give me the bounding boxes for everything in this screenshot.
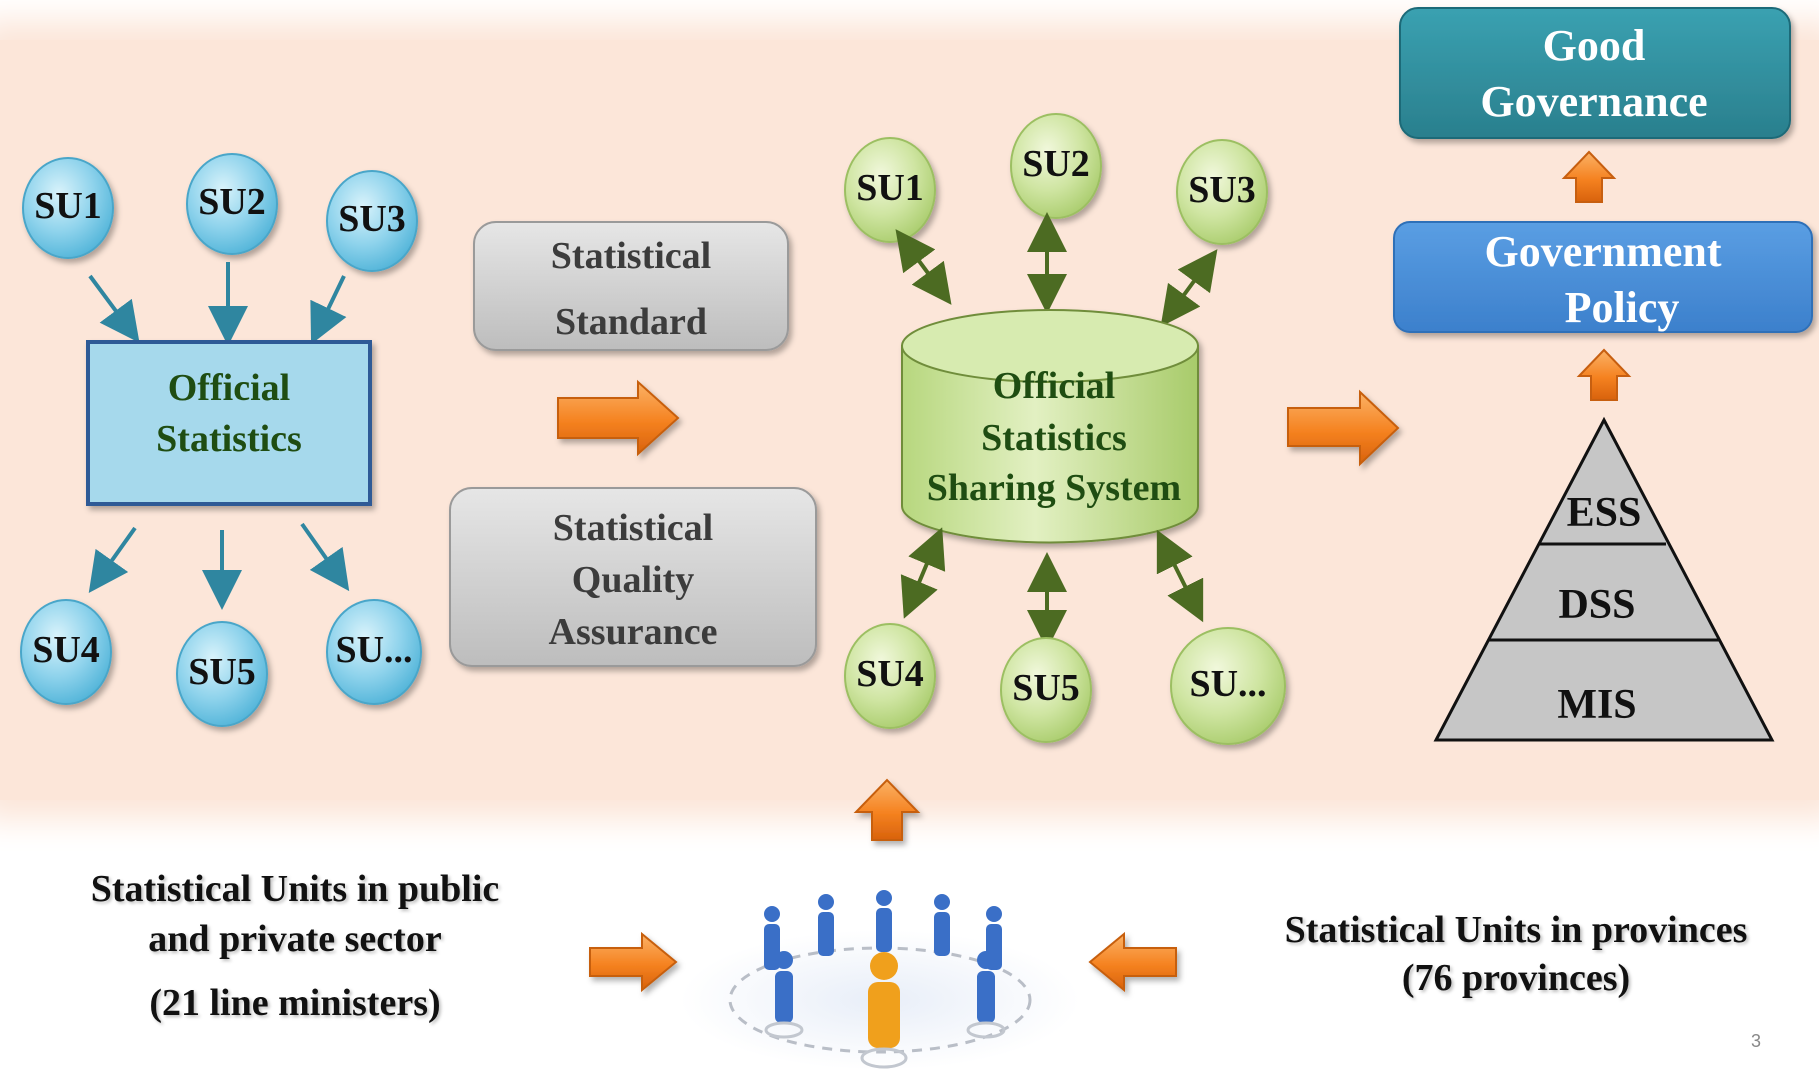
sharing-arrow-su3 xyxy=(1160,249,1218,327)
public-private-line2: and private sector xyxy=(148,918,442,960)
orange-arrow-policy-to-governance xyxy=(1561,150,1617,203)
sharing-su1-label: SU1 xyxy=(856,167,924,209)
sharing-database-cylinder xyxy=(901,309,1199,544)
orange-arrow-left-to-people xyxy=(589,931,678,993)
good-governance-box: Good Governance xyxy=(1399,7,1791,139)
government-policy-box: Government Policy xyxy=(1393,221,1813,333)
left-su4-label: SU4 xyxy=(32,629,100,671)
left-su1-label: SU1 xyxy=(34,185,102,227)
public-private-line3: (21 line ministers) xyxy=(149,982,441,1024)
statistical-standard-line1: Statistical xyxy=(551,235,711,277)
orange-arrow-people-up xyxy=(853,778,921,841)
left-su4-circle: SU4 xyxy=(20,599,112,705)
sharing-db-line3: Sharing System xyxy=(927,467,1181,509)
sharing-su1-circle: SU1 xyxy=(844,137,936,243)
sharing-db-line1: Official xyxy=(993,365,1115,407)
left-su2-label: SU2 xyxy=(198,181,266,223)
sharing-arrow-su4 xyxy=(900,527,946,619)
government-policy-line1: Government xyxy=(1484,227,1721,276)
left-su5-label: SU5 xyxy=(188,651,256,693)
government-policy-line2: Policy xyxy=(1565,283,1680,332)
left-arrow-su4 xyxy=(88,526,137,594)
statistical-quality-assurance-box: Statistical Quality Assurance xyxy=(449,487,817,667)
sharing-su-more-label: SU... xyxy=(1189,663,1266,705)
sharing-su2-label: SU2 xyxy=(1022,143,1090,185)
quality-assurance-line3: Assurance xyxy=(549,611,718,653)
public-private-sector-label: Statistical Units in public and private … xyxy=(40,864,550,1028)
sharing-su5-label: SU5 xyxy=(1012,667,1080,709)
quality-assurance-line2: Quality xyxy=(572,559,694,601)
pyramid-dss-label: DSS xyxy=(1558,582,1635,628)
official-statistics-line1: Official xyxy=(168,367,290,409)
statistical-standard-line2: Standard xyxy=(555,301,707,343)
sharing-arrow-su1 xyxy=(895,229,952,305)
orange-arrow-right-to-people xyxy=(1088,931,1177,993)
left-arrow-su-more xyxy=(300,522,350,592)
sharing-arrow-su-more xyxy=(1156,529,1204,623)
provinces-line2: (76 provinces) xyxy=(1401,957,1631,999)
pyramid-mis-label: MIS xyxy=(1557,682,1636,728)
official-statistics-line2: Statistics xyxy=(156,418,302,460)
sharing-su3-label: SU3 xyxy=(1188,169,1256,211)
provinces-label: Statistical Units in provinces (76 provi… xyxy=(1236,906,1796,1002)
left-su-more-label: SU... xyxy=(335,629,412,671)
people-network-illustration xyxy=(680,890,1080,1070)
orange-arrow-pyramid-to-policy xyxy=(1576,348,1632,401)
public-private-line1: Statistical Units in public xyxy=(90,868,500,910)
left-su2-circle: SU2 xyxy=(186,153,278,255)
left-su5-circle: SU5 xyxy=(176,621,268,727)
pyramid-ess-label: ESS xyxy=(1567,490,1642,536)
sharing-su4-circle: SU4 xyxy=(844,623,936,729)
left-arrow-su3 xyxy=(310,275,347,345)
provinces-line1: Statistical Units in provinces xyxy=(1284,909,1748,951)
sharing-cluster: SU1 SU2 SU3 Official Statistics Sharing … xyxy=(844,113,1286,745)
good-governance-line1: Good xyxy=(1543,21,1646,70)
sharing-su4-label: SU4 xyxy=(856,653,924,695)
good-governance-line2: Governance xyxy=(1480,77,1707,126)
left-su1-circle: SU1 xyxy=(22,157,114,259)
sharing-db-line2: Statistics xyxy=(981,417,1127,459)
sharing-su5-circle: SU5 xyxy=(1000,637,1092,743)
information-systems-pyramid: ESS DSS MIS xyxy=(1433,416,1775,742)
slide-number: 3 xyxy=(1750,1031,1761,1051)
left-su-more-circle: SU... xyxy=(326,599,422,705)
sharing-su3-circle: SU3 xyxy=(1176,139,1268,245)
official-statistics-box xyxy=(86,340,372,506)
statistical-standard-box: Statistical Standard xyxy=(473,221,789,351)
sharing-su-more-circle: SU... xyxy=(1170,627,1286,745)
left-su3-circle: SU3 xyxy=(326,170,418,272)
orange-arrow-to-policy xyxy=(1287,389,1400,467)
quality-assurance-line1: Statistical xyxy=(553,507,713,549)
orange-arrow-to-sharing xyxy=(557,379,680,457)
left-arrow-su1 xyxy=(88,274,140,343)
left-su3-label: SU3 xyxy=(338,198,406,240)
sharing-su2-circle: SU2 xyxy=(1010,113,1102,219)
left-cluster: SU1 SU2 SU3 Official Statistics SU4 xyxy=(20,153,422,727)
